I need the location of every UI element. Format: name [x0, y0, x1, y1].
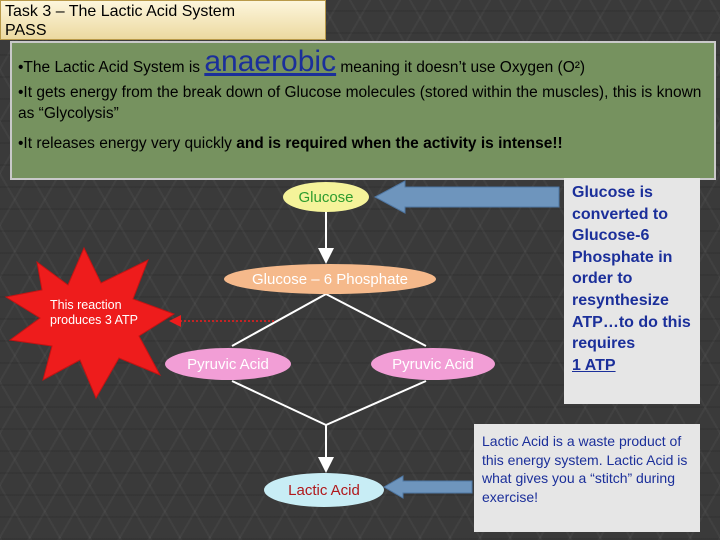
- node-pyruvic-acid-left: Pyruvic Acid: [165, 348, 291, 380]
- title-line-2: PASS: [5, 22, 47, 39]
- glucose-note: Glucose is converted to Glucose-6 Phosph…: [564, 178, 700, 404]
- lactic-pointer-arrow: [383, 475, 473, 499]
- bullet-intense: •It releases energy very quickly and is …: [18, 133, 706, 154]
- lactic-note: Lactic Acid is a waste product of this e…: [474, 424, 700, 532]
- bullet-3-prefix: •It releases energy very quickly: [18, 135, 237, 152]
- glucose-pointer-arrow: [373, 180, 560, 214]
- bullet-3-bold: and is required when the activity is int…: [236, 135, 563, 152]
- node-pyruvic-acid-right: Pyruvic Acid: [371, 348, 495, 380]
- connector-pyruvic-left-merge: [231, 380, 327, 426]
- bullet-glycolysis: •It gets energy from the break down of G…: [18, 84, 702, 122]
- connector-pyruvic-right-merge: [325, 380, 427, 426]
- bullet-1-suffix: meaning it doesn’t use Oxygen (O²): [336, 59, 586, 76]
- star-atp-text: This reaction produces 3 ATP: [50, 298, 139, 327]
- bullet-anaerobic: •The Lactic Acid System is anaerobic mea…: [18, 47, 706, 78]
- node-glucose: Glucose: [283, 182, 369, 212]
- info-panel: •The Lactic Acid System is anaerobic mea…: [10, 41, 716, 180]
- connector-g6p-pyruvic-right: [325, 293, 427, 347]
- bullet-1-prefix: •The Lactic Acid System is: [18, 59, 205, 76]
- anaerobic-word: anaerobic: [204, 45, 337, 78]
- glucose-note-text: Glucose is converted to Glucose-6 Phosph…: [572, 184, 691, 353]
- title-line-1: Task 3 – The Lactic Acid System: [5, 3, 236, 20]
- slide-title: Task 3 – The Lactic Acid System PASS: [0, 0, 326, 40]
- starburst-shape: [4, 246, 176, 400]
- glucose-note-atp: 1 ATP: [572, 356, 616, 374]
- connector-g6p-pyruvic-left: [231, 293, 327, 347]
- node-lactic-acid: Lactic Acid: [264, 473, 384, 507]
- node-glucose-6-phosphate: Glucose – 6 Phosphate: [224, 264, 436, 294]
